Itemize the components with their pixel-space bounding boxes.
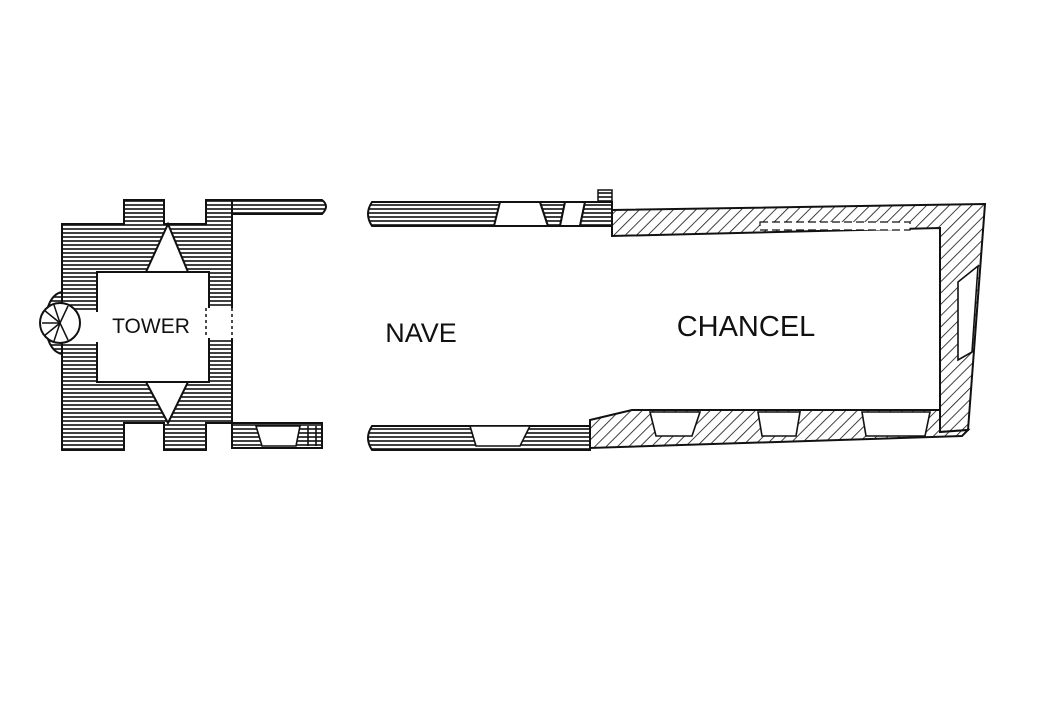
- stair-turret: [39, 290, 81, 356]
- chancel-walls: [589, 202, 987, 450]
- chancel-label: CHANCEL: [677, 311, 816, 343]
- nave-north-wall: [231, 189, 613, 227]
- tower-label: TOWER: [112, 315, 190, 338]
- nave-south-wall: [231, 422, 591, 451]
- nave-label: NAVE: [385, 318, 457, 348]
